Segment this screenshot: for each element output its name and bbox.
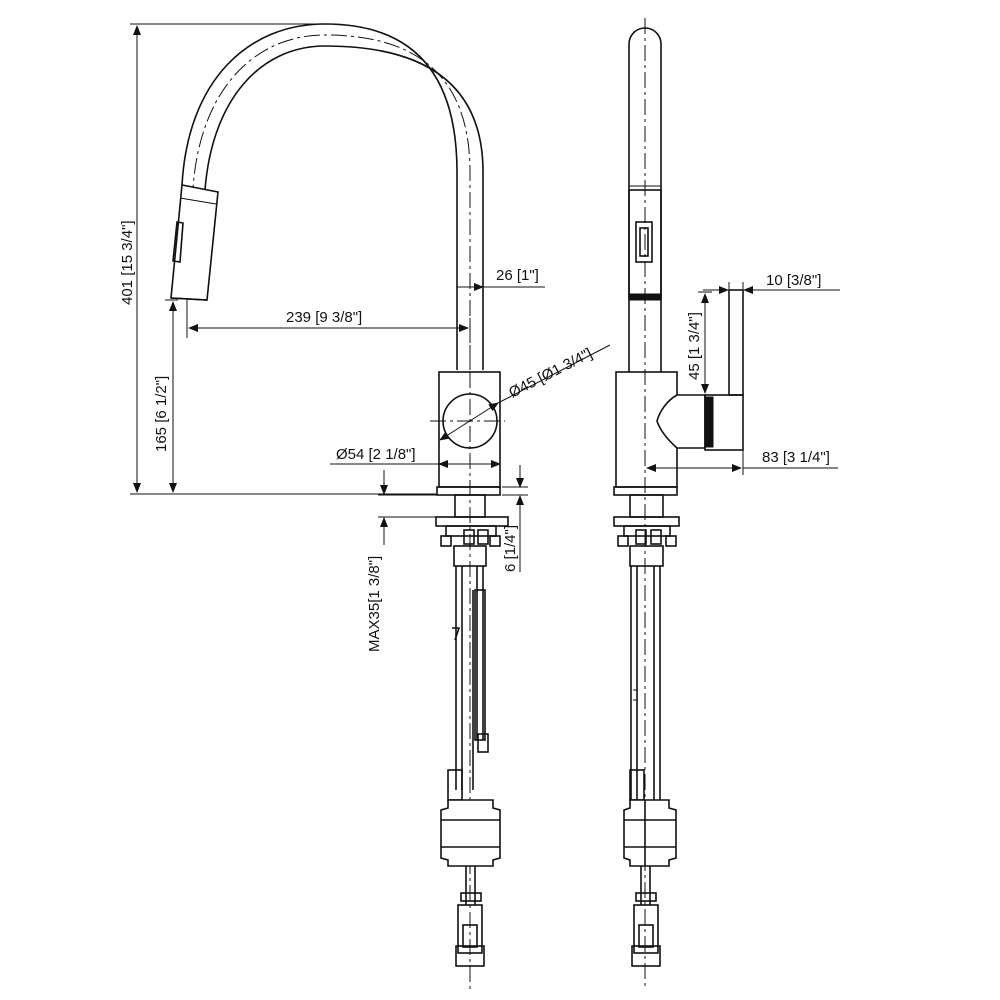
label-overall-height: 401 [15 3/4"] <box>119 220 136 305</box>
hose-weight <box>440 799 501 867</box>
front-view <box>613 18 744 990</box>
label-spout-tube-dia: 26 [1"] <box>496 267 539 284</box>
label-spout-reach: 239 [9 3/8"] <box>286 309 362 326</box>
label-base-dia: Ø54 [2 1/8"] <box>336 446 416 463</box>
label-handle-reach: 83 [3 1/4"] <box>762 449 830 466</box>
front-hose-connector <box>631 866 661 967</box>
label-spout-height: 165 [6 1/2"] <box>153 376 170 452</box>
front-hose-weight <box>623 799 677 867</box>
mounting-hardware <box>435 494 509 801</box>
dimension-lines <box>130 23 840 572</box>
label-handle-dia: Ø45 [Ø1 3/4"] <box>506 345 595 402</box>
label-handle-height: 45 [1 3/4"] <box>686 312 703 380</box>
faucet-body <box>430 318 505 990</box>
side-view <box>170 23 509 990</box>
hose-connector <box>455 866 485 967</box>
label-handle-lever: 10 [3/8"] <box>766 272 821 289</box>
spray-head <box>170 184 219 301</box>
front-mounting-hardware <box>613 494 680 801</box>
label-gasket: 6 [1/4"] <box>502 525 519 572</box>
label-deck-thickness: MAX35[1 3/8"] <box>366 556 383 652</box>
